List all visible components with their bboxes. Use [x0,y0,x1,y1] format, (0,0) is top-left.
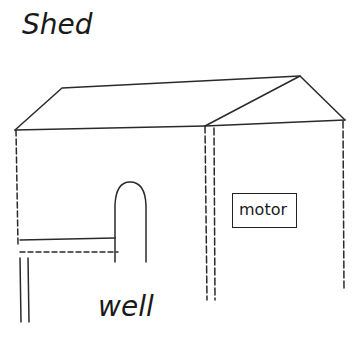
corner-post [205,126,207,300]
post-line [28,258,29,322]
title-text: Shed [22,8,93,41]
pipe-line [20,238,115,240]
pipe-line [20,251,118,253]
roof-back-line [15,76,300,130]
corner-post [214,128,215,300]
roof-gable [205,76,345,126]
motor-box: motor [232,193,297,228]
well-symbol [115,182,146,262]
right-wall [343,121,344,290]
post-line [20,258,21,322]
well-label: well [98,290,154,323]
roof-eave-line [15,120,345,130]
left-wall [16,130,18,245]
node-text: motor [239,200,290,219]
